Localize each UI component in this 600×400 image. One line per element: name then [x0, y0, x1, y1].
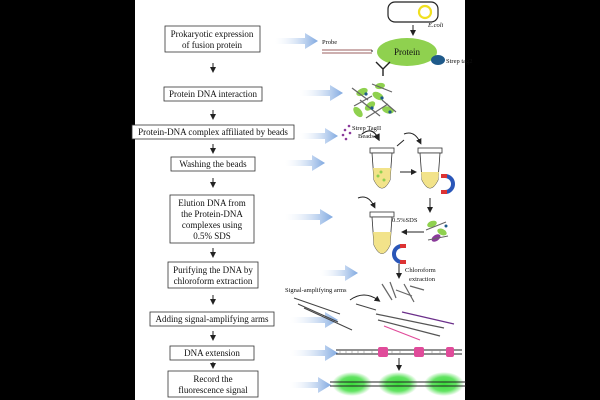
blue-arrow-6 — [320, 265, 358, 281]
fluorescence-group — [330, 372, 466, 396]
step-5-line-1: Elution DNA from — [178, 198, 246, 208]
signal-arms-label: Signal-amplifying arms — [285, 287, 347, 294]
strep-tag-icon — [431, 55, 445, 65]
beads-dots-icon — [341, 124, 352, 141]
blue-arrow-8 — [290, 345, 338, 361]
blue-arrow-1 — [275, 33, 318, 49]
step-5-line-2: the Protein-DNA — [181, 209, 243, 219]
step-8-line-1: DNA extension — [184, 348, 240, 358]
extension-markers-icon — [378, 347, 454, 357]
beads-label-line-1: Strep TagII — [352, 125, 381, 132]
glow-spot-1-icon — [332, 372, 372, 396]
step-9-line-2: fluorescence signal — [178, 385, 248, 395]
blue-arrow-7 — [290, 312, 338, 328]
blue-arrow-4 — [285, 155, 325, 171]
step-5-line-4: 0.5% SDS — [193, 231, 231, 241]
beads-tubes-group: Strep TagII Beads — [341, 124, 455, 213]
step-5-line-3: complexes using — [182, 220, 243, 230]
step-box-9: Record the fluorescence signal — [167, 370, 259, 398]
beads-label-line-2: Beads — [358, 133, 374, 140]
y-merge-arrow-icon — [375, 61, 391, 76]
glow-spot-3-icon — [424, 372, 464, 396]
eluted-complex-icon — [425, 220, 449, 242]
step-4-line-1: Washing the beads — [179, 159, 247, 169]
chloroform-group: Chloroform extraction — [381, 264, 436, 303]
step-box-2: Protein DNA interaction — [163, 86, 263, 102]
step-9-line-1: Record the — [193, 374, 232, 384]
elution-group: 0.5%SDS — [357, 196, 449, 264]
step-box-7: Adding signal-amplifying arms — [149, 311, 275, 327]
step-box-3: Protein-DNA complex affiliated by beads — [131, 124, 295, 140]
blue-arrow-5 — [285, 209, 333, 225]
blue-arrow-9 — [290, 377, 331, 393]
dna-extension-group — [336, 347, 462, 371]
curved-arrow-icon — [361, 130, 380, 142]
blue-arrow-3 — [300, 128, 338, 144]
hybrid-strands-icon — [375, 311, 455, 341]
chloroform-label-line-2: extraction — [409, 276, 436, 283]
ecoli-cell: E.coli — [387, 1, 444, 36]
step-3-line-1: Protein-DNA complex affiliated by beads — [138, 127, 288, 137]
protein-blob-icon — [377, 38, 437, 66]
step-6-line-2: chloroform extraction — [174, 276, 253, 286]
glow-spot-2-icon — [378, 372, 418, 396]
arm-strands-icon — [293, 297, 377, 331]
blue-arrow-2 — [300, 85, 343, 101]
sds-label: 0.5%SDS — [392, 217, 418, 224]
magnet-1-icon — [441, 174, 455, 194]
protein-dna-cluster — [351, 82, 397, 119]
plasmid-icon — [417, 4, 433, 20]
step-1-line-2: of fusion protein — [182, 40, 242, 50]
signal-arms-group: Signal-amplifying arms — [285, 287, 455, 341]
step-2-line-1: Protein DNA interaction — [169, 89, 257, 99]
step-6-line-1: Purifying the DNA by — [173, 265, 253, 275]
magnet-2-icon — [392, 244, 406, 264]
tube-3-icon — [357, 196, 395, 254]
free-dna-icon — [381, 281, 425, 303]
probe-label: Probe — [322, 39, 337, 46]
chloroform-label-line-1: Chloroform — [405, 267, 436, 274]
step-7-line-1: Adding signal-amplifying arms — [156, 314, 269, 324]
tube-1-icon — [369, 147, 395, 189]
step-1-line-1: Prokaryotic expression — [171, 29, 254, 39]
step-box-1: Prokaryotic expression of fusion protein — [164, 25, 261, 53]
step-box-8: DNA extension — [169, 345, 255, 361]
blue-pointer-arrows — [275, 33, 358, 393]
strep-tag-label: Strep tag2 — [446, 58, 473, 65]
step-box-6: Purifying the DNA by chloroform extracti… — [167, 261, 259, 289]
protein-label: Protein — [394, 47, 420, 57]
step-box-4: Washing the beads — [170, 156, 256, 172]
probe-dna-icon — [322, 49, 372, 54]
step-box-5: Elution DNA from the Protein-DNA complex… — [169, 194, 255, 244]
tube-2-icon — [403, 132, 443, 189]
probe-protein-group: Probe Protein Strep tag2 — [322, 38, 473, 76]
ecoli-label: E.coli — [427, 22, 444, 29]
